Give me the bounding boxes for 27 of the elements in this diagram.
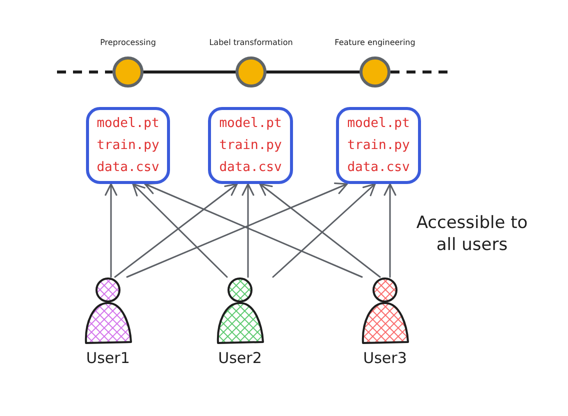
file-box — [86, 107, 170, 184]
milestone-label: Label transformation — [209, 38, 293, 48]
arrow — [384, 183, 396, 278]
file-name: train.py — [347, 136, 410, 154]
user-label: User1 — [86, 349, 130, 367]
timeline-line — [265, 70, 361, 74]
arrow — [114, 183, 238, 278]
file-name: data.csv — [219, 158, 282, 176]
user-label: User3 — [363, 349, 407, 367]
milestone-label: Preprocessing — [100, 38, 156, 48]
timeline-line — [142, 70, 237, 74]
file-name: model.pt — [347, 114, 410, 132]
file-name: model.pt — [219, 114, 282, 132]
annotation-text: Accessible to all users — [415, 212, 529, 256]
dashed-timeline-line — [57, 70, 112, 74]
file-box — [208, 107, 293, 184]
file-name: model.pt — [96, 114, 160, 132]
arrow — [132, 183, 228, 278]
user-label: User2 — [218, 349, 262, 367]
milestone-label: Feature engineering — [334, 38, 416, 48]
arrow — [242, 183, 254, 278]
arrow — [104, 183, 118, 278]
file-box — [336, 107, 421, 184]
file-name: data.csv — [96, 158, 160, 176]
file-name: train.py — [219, 136, 282, 154]
file-name: data.csv — [347, 158, 410, 176]
file-name: train.py — [96, 136, 160, 154]
